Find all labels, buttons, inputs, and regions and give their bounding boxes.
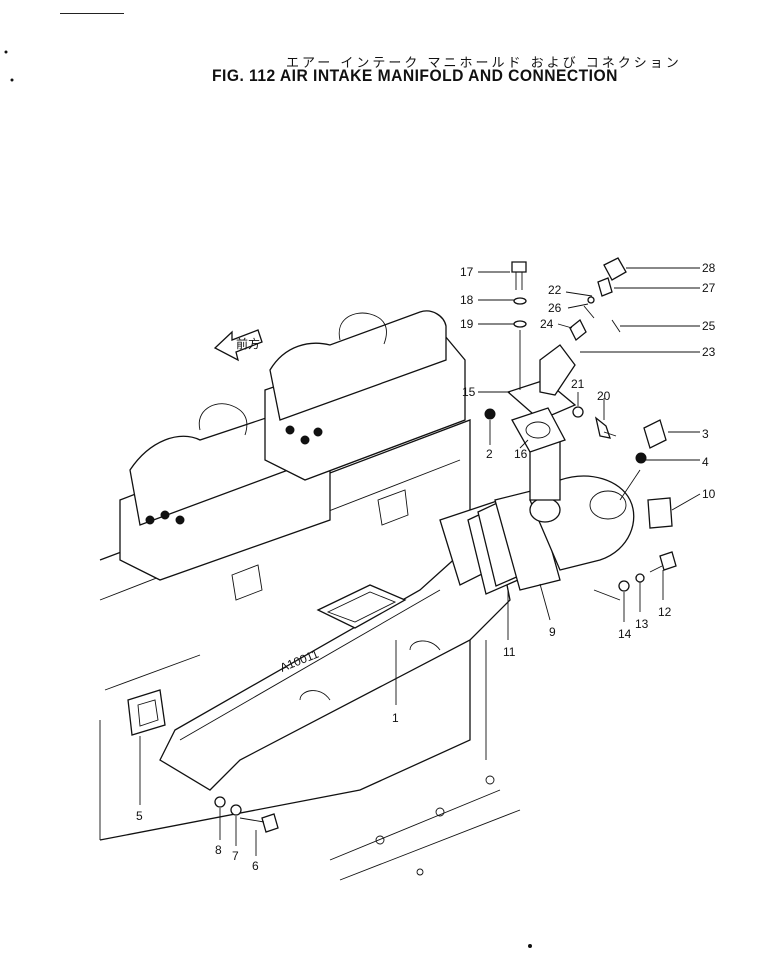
callout-18: 18 [460, 293, 474, 307]
callout-4: 4 [702, 455, 709, 469]
callout-5: 5 [136, 809, 143, 823]
callout-10: 10 [702, 487, 716, 501]
callout-8: 8 [215, 843, 222, 857]
header-rule [60, 13, 124, 14]
callout-6: 6 [252, 859, 259, 873]
front-direction-arrow: 前方 [213, 329, 263, 362]
callout-13: 13 [635, 617, 649, 631]
front-arrow-label: 前方 [236, 336, 260, 351]
callout-26: 26 [548, 301, 562, 315]
callout-2: 2 [486, 447, 493, 461]
callout-27: 27 [702, 281, 716, 295]
flange-15 [506, 379, 577, 421]
leader-lines [139, 267, 701, 856]
callout-21: 21 [571, 377, 585, 391]
callout-3: 3 [702, 427, 709, 441]
callout-16: 16 [514, 447, 528, 461]
callout-1: 1 [392, 711, 399, 725]
figure-title: FIG. 112 AIR INTAKE MANIFOLD AND CONNECT… [212, 66, 618, 85]
callout-19: 19 [460, 317, 474, 331]
elbow-23 [539, 344, 576, 396]
callout-24: 24 [540, 317, 554, 331]
callout-7: 7 [232, 849, 239, 863]
callout-11: 11 [503, 645, 516, 659]
callout-labels: 1 2 3 4 5 6 7 8 9 10 11 12 13 14 15 16 1… [136, 261, 716, 873]
hardware [214, 257, 677, 833]
gasket-16 [511, 407, 566, 453]
callout-25: 25 [702, 319, 716, 333]
callout-28: 28 [702, 261, 716, 275]
callout-20: 20 [597, 389, 611, 403]
callout-17: 17 [460, 265, 474, 279]
engine-block [99, 310, 521, 881]
figure-title-japanese: エアー インテーク マニホールド および コネクション [286, 56, 682, 71]
callout-22: 22 [548, 283, 562, 297]
gasket-5 [127, 689, 166, 736]
callout-15: 15 [462, 385, 476, 399]
callout-14: 14 [618, 627, 632, 641]
callout-23: 23 [702, 345, 716, 359]
callout-9: 9 [549, 625, 556, 639]
connection-elbow-9 [494, 439, 635, 591]
callout-12: 12 [658, 605, 672, 619]
